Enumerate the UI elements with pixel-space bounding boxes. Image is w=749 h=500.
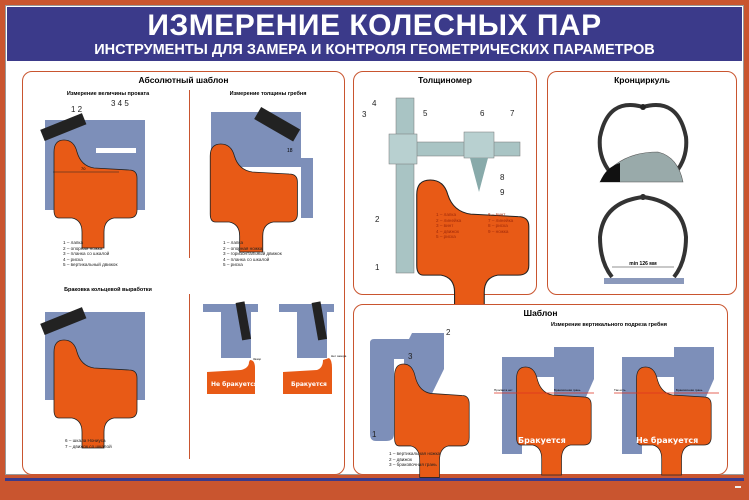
legend-item: 1 – лапка <box>223 240 244 245</box>
dimension-label: 70 <box>81 166 86 171</box>
legend-item: 3 – горизонтальный движок <box>223 251 282 257</box>
bottom-stripe <box>5 478 744 481</box>
legend-item: 2 – опорная ножка <box>63 245 103 251</box>
thickness-gauge-illustration: 34 5 6 7 8 9 2 1 <box>362 97 530 313</box>
svg-text:5: 5 <box>423 109 428 118</box>
min-dimension-label: min 126 мм <box>629 261 657 267</box>
subtitle-rolling: Измерение величины проката <box>66 91 150 97</box>
legend-item: 7 – движок со шкалой <box>65 443 112 449</box>
legend-item: 1 – лапка <box>63 240 84 245</box>
poster-header: ИЗМЕРЕНИЕ КОЛЕСНЫХ ПАР ИНСТРУМЕНТЫ ДЛЯ З… <box>7 7 742 61</box>
legend-item: 6 – шкала Нониуса <box>65 438 106 443</box>
poster-subtitle: ИНСТРУМЕНТЫ ДЛЯ ЗАМЕРА И КОНТРОЛЯ ГЕОМЕТ… <box>94 42 655 58</box>
svg-text:1 2: 1 2 <box>71 105 83 114</box>
svg-text:2: 2 <box>446 328 451 337</box>
svg-text:3: 3 <box>408 352 413 361</box>
legend-item: 3 – браковочная грань <box>389 462 437 468</box>
panel-caliper: Кронциркуль min 126 мм <box>547 71 737 295</box>
panel-template: Шаблон Измерение вертикального подреза г… <box>353 304 728 478</box>
panel-title: Абсолютный шаблон <box>138 75 229 85</box>
verdict-reject: Бракуется <box>518 436 566 445</box>
ring-wear-illustration <box>40 307 145 449</box>
svg-text:9: 9 <box>500 188 505 197</box>
legend-item: 3 – планка со шкалой <box>63 251 110 257</box>
svg-text:7: 7 <box>510 109 515 118</box>
legend-item: 5 – риска <box>223 262 243 268</box>
rolling-measure-illustration: 70 1 2 3 4 5 <box>40 99 145 249</box>
poster-title: ИЗМЕРЕНИЕ КОЛЕСНЫХ ПАР <box>147 9 602 42</box>
legend-item: 8 – риска <box>488 223 508 229</box>
legend-item: 2 – движок <box>389 456 412 462</box>
panel-title: Толщиномер <box>418 75 472 85</box>
subtitle-flange: Измерение толщины гребня <box>229 91 307 97</box>
no-gap-label: Просвета нет <box>494 388 513 392</box>
svg-text:1: 1 <box>372 430 377 439</box>
legend-item: 5 – риска <box>436 234 456 240</box>
publisher-logo <box>735 486 741 488</box>
template-verdicts: Просвета нет Браковочная грань Бракуется… <box>494 347 719 476</box>
verdict-illustrations: Не бракуется Зазор Бракуется Нет зазора <box>203 301 347 394</box>
panel-absolute-template: Абсолютный шаблон Измерение величины про… <box>22 71 347 475</box>
verdict-ok: Не бракуется <box>211 381 258 388</box>
svg-text:2: 2 <box>375 215 380 224</box>
subtitle-ring-wear: Браковка кольцевой выработки <box>64 287 152 293</box>
gap-label: Зазор <box>253 357 261 361</box>
svg-text:3: 3 <box>362 110 367 119</box>
svg-text:3 4 5: 3 4 5 <box>111 99 129 108</box>
gap-label: Так есть <box>614 388 626 392</box>
legend-item: 3 – винт <box>436 223 454 229</box>
legend-item: 7 – линейка <box>488 217 514 223</box>
svg-text:8: 8 <box>500 173 505 182</box>
legend-item: 2 – линейка <box>436 217 462 223</box>
no-gap-label: Нет зазора <box>331 354 347 358</box>
verdict-reject: Бракуется <box>291 381 327 388</box>
legend-item: 1 – вертикальная ножка <box>389 451 441 456</box>
divider <box>189 294 190 459</box>
reject-edge-label: Браковочная грань <box>676 388 703 392</box>
support-leg <box>40 113 87 142</box>
svg-text:1: 1 <box>375 263 380 272</box>
reject-edge-label: Браковочная грань <box>554 388 581 392</box>
legend-item: 1 – лапка <box>436 212 457 217</box>
svg-text:4: 4 <box>372 99 377 108</box>
legend-item: 4 – движок <box>436 228 459 234</box>
legend-item: 5 – вертикальный движок <box>63 262 118 268</box>
caliper-illustration: min 126 мм <box>597 103 689 284</box>
template-illustration: 2 3 1 <box>370 328 470 478</box>
verdict-ok: Не бракуется <box>636 435 698 445</box>
template-subtitle: Измерение вертикального подреза гребня <box>551 322 667 328</box>
legend-item: 9 – ножка <box>488 228 509 234</box>
legend-item: 4 – планка со шкалой <box>223 256 270 262</box>
legend-item: 6 – винт <box>488 212 506 217</box>
panel-title: Кронциркуль <box>614 75 670 85</box>
svg-text:6: 6 <box>480 109 485 118</box>
wheel-profile-ok <box>207 360 255 394</box>
wheel-profile-reject <box>283 358 332 394</box>
legend-item: 4 – риска <box>63 256 83 262</box>
divider <box>189 90 190 258</box>
ruler <box>604 278 684 284</box>
flange-measure-illustration: 18 <box>209 106 313 253</box>
panel-title: Шаблон <box>523 308 558 318</box>
dimension-label: 18 <box>287 148 293 154</box>
legend-item: 2 – опорная ножка <box>223 245 263 251</box>
vertical-ruler <box>395 97 415 274</box>
